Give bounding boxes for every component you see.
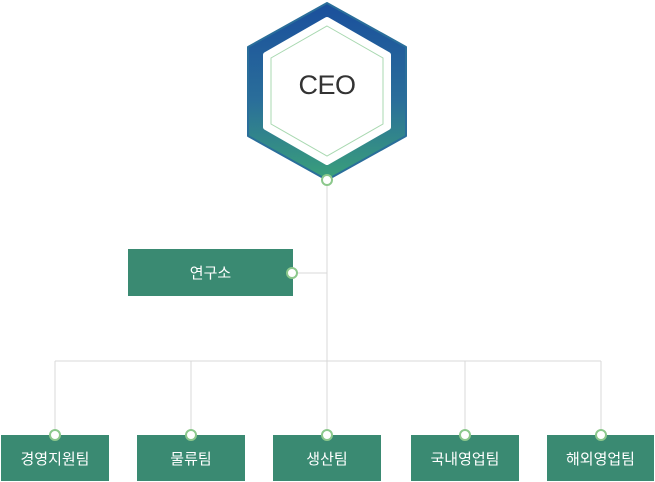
ceo-hexagon	[247, 2, 407, 181]
ceo-hexagon-inner	[263, 17, 391, 165]
connector-dot-ceo	[321, 174, 333, 186]
connector-dot-department-3	[321, 429, 333, 441]
ceo-hexagon-inner-ring	[270, 25, 384, 157]
research-box: 연구소	[128, 249, 293, 296]
department-box-5: 해외영업팀	[547, 435, 654, 481]
connector-dot-department-4	[459, 429, 471, 441]
department-label-3: 생산팀	[306, 449, 348, 468]
department-box-3: 생산팀	[273, 435, 381, 481]
department-box-2: 물류팀	[137, 435, 245, 481]
department-label-5: 해외영업팀	[565, 449, 635, 468]
connector-dot-department-2	[185, 429, 197, 441]
department-label-1: 경영지원팀	[20, 449, 90, 468]
department-box-4: 국내영업팀	[411, 435, 519, 481]
connector-lines	[54, 180, 602, 435]
department-label-2: 물류팀	[170, 449, 212, 468]
research-label: 연구소	[189, 264, 232, 282]
department-label-4: 국내영업팀	[430, 449, 500, 468]
connector-dot-research	[286, 267, 298, 279]
connector-dot-department-1	[49, 429, 61, 441]
department-box-1: 경영지원팀	[1, 435, 109, 481]
ceo-label: CEO	[298, 70, 356, 100]
connector-dot-department-5	[595, 429, 607, 441]
